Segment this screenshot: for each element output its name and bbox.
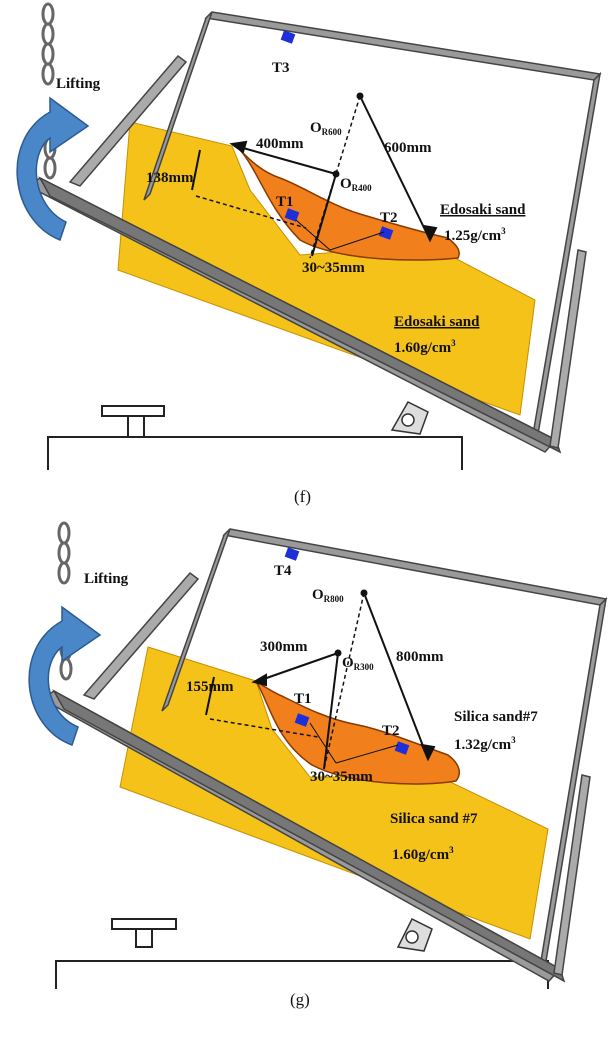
panel-caption: (f)	[294, 487, 311, 506]
center-outer-label: OR600	[310, 120, 342, 137]
center-outer-label: OR800	[312, 587, 344, 604]
sensor-icon	[280, 30, 296, 44]
geometry-lines	[205, 592, 436, 770]
lifting-label: Lifting	[56, 76, 101, 92]
lower-sand-density: 1.60g/cm3	[394, 338, 456, 356]
center-inner-point	[332, 170, 340, 178]
radius-outer-label: 800mm	[396, 649, 444, 665]
slip-depth-label: 30~35mm	[310, 769, 373, 785]
upper-sand-name: Silica sand#7	[454, 709, 538, 725]
lower-sand-name: Edosaki sand	[394, 314, 480, 330]
sliding-mass	[255, 680, 460, 785]
center-inner-label: OR300	[342, 655, 374, 672]
diagram-f: Lifting T3 OR600 OR400 400mm 600mm 138mm…	[16, 2, 602, 506]
upper-sand-density: 1.32g/cm3	[454, 735, 516, 753]
frame	[26, 11, 602, 454]
sensor-icon	[294, 713, 310, 727]
lifting-label: Lifting	[84, 571, 129, 587]
sliding-mass	[239, 149, 460, 261]
sensor-icon	[284, 208, 300, 222]
depth-label: 155mm	[186, 679, 234, 695]
radius-inner-label: 400mm	[256, 136, 304, 152]
sensor-right-label: T2	[382, 723, 400, 739]
depth-label: 138mm	[146, 170, 194, 186]
panel-caption: (g)	[290, 990, 310, 1009]
diagram-g: Lifting T4 OR800 OR300 300mm 800mm 155mm…	[28, 521, 608, 1009]
sensor-top-label: T4	[274, 563, 292, 579]
chain	[41, 2, 57, 180]
sensor-top-label: T3	[272, 60, 290, 76]
slip-depth-label: 30~35mm	[302, 260, 365, 276]
lower-sand-name: Silica sand #7	[390, 811, 478, 827]
center-outer-point	[356, 92, 364, 100]
lifting-arrow-icon	[16, 96, 90, 241]
sensor-left-label: T1	[294, 691, 312, 707]
sensor-icon	[284, 547, 300, 561]
frame	[40, 528, 608, 983]
hinge	[390, 401, 429, 435]
radius-outer-label: 600mm	[384, 140, 432, 156]
panel-g: Lifting T4 OR800 OR300 300mm 800mm 155mm…	[0, 519, 614, 1038]
sensor-left-label: T1	[276, 194, 294, 210]
upper-sand-density: 1.25g/cm3	[444, 226, 506, 244]
hinge	[396, 917, 433, 952]
sensor-icon	[394, 741, 410, 755]
center-inner-label: OR400	[340, 176, 372, 193]
panel-f: Lifting T3 OR600 OR400 400mm 600mm 138mm…	[16, 2, 602, 506]
upper-sand-name: Edosaki sand	[440, 202, 526, 218]
sensor-icon	[378, 226, 394, 240]
sensor-right-label: T2	[380, 210, 398, 226]
center-inner-point	[334, 649, 342, 657]
lower-sand-density: 1.60g/cm3	[392, 845, 454, 863]
lifting-arrow-icon	[28, 605, 102, 746]
radius-inner-label: 300mm	[260, 639, 308, 655]
base-table	[47, 405, 463, 470]
center-outer-point	[360, 589, 368, 597]
